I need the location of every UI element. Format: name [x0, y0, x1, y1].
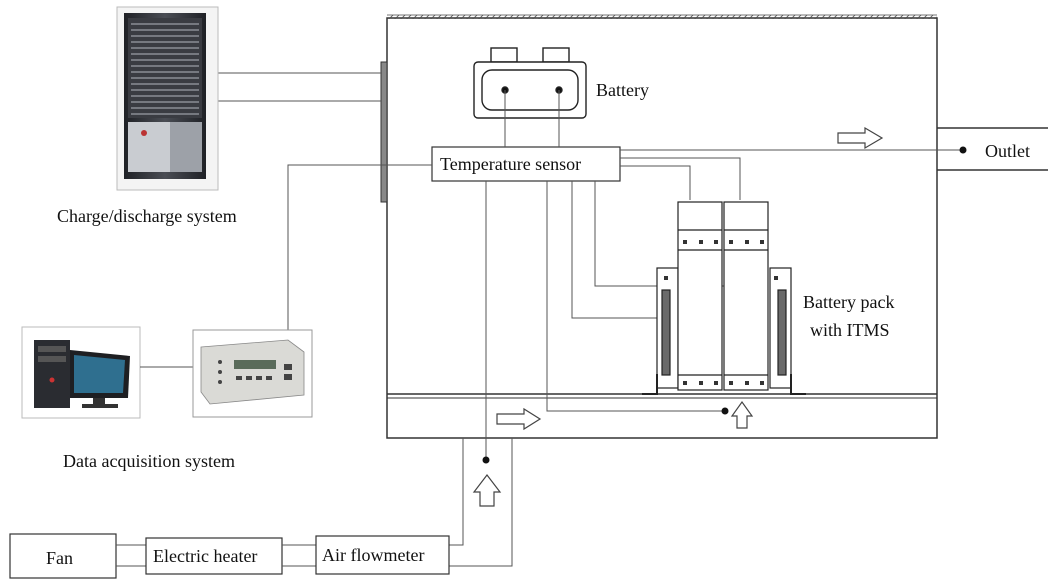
battery-pack — [642, 202, 806, 394]
temperature-sensor-label: Temperature sensor — [440, 154, 581, 174]
charge-discharge-label: Charge/discharge system — [57, 206, 237, 226]
outlet-label: Outlet — [985, 141, 1030, 161]
air-flowmeter-label: Air flowmeter — [322, 545, 424, 565]
sensor-wires — [218, 73, 963, 460]
electric-heater-label: Electric heater — [153, 546, 257, 566]
battery-pack-label-line1: Battery pack — [803, 292, 894, 312]
data-logger-icon — [193, 330, 312, 417]
fan-heater-duct — [116, 545, 146, 566]
heater-flowmeter-duct — [282, 545, 316, 566]
computer-icon — [22, 327, 140, 418]
data-acquisition-label: Data acquisition system — [63, 451, 235, 471]
server-cabinet-icon — [117, 7, 218, 190]
battery-pack-label-line2: with ITMS — [810, 320, 890, 340]
battery-label: Battery — [596, 80, 649, 100]
battery-icon — [474, 48, 586, 118]
fan-label: Fan — [46, 548, 73, 568]
